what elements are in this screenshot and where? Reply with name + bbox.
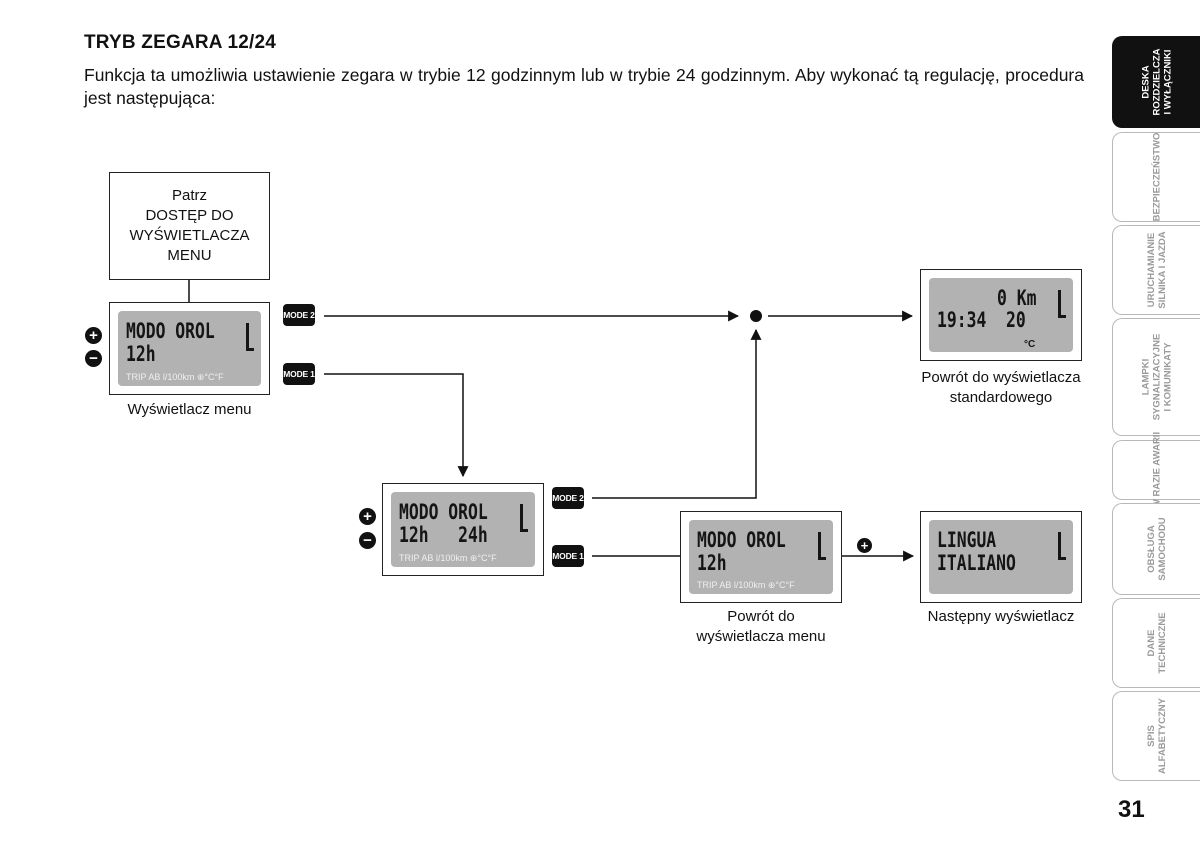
caption-standard-line1: Powrót do wyświetlacza <box>921 369 1081 386</box>
display-standard: 0 Km 19:34 20 °C <box>920 269 1082 361</box>
lcd-bar-foot <box>520 529 528 532</box>
lcd-line1: MODO OROL <box>126 319 215 343</box>
caption-standard: Powrót do wyświetlacza standardowego <box>895 368 1107 408</box>
mode2-button[interactable]: MODE 2 <box>552 487 584 509</box>
lcd-bar <box>818 532 821 560</box>
lcd-line2: 12h <box>126 342 156 366</box>
minus-icon[interactable]: − <box>85 350 102 367</box>
lcd-line2: ITALIANO <box>937 551 1016 575</box>
mode1-button[interactable]: MODE 1 <box>283 363 315 385</box>
junction-dot <box>750 310 762 322</box>
access-box-line3: WYŚWIETLACZA <box>129 227 250 244</box>
tab-w-razie-awarii[interactable]: W RAZIE AWARII <box>1112 432 1200 508</box>
tab-label: LAMPKI SYGNALIZACYJNE I KOMUNIKATY <box>1140 333 1173 421</box>
lcd-bar <box>1058 532 1061 560</box>
caption-menu: Wyświetlacz menu <box>127 401 252 418</box>
lcd-bar <box>246 323 249 351</box>
caption-return-line2: wyświetlacza menu <box>696 628 826 645</box>
display-return: MODO OROL 12h TRIP AB l/100km ⊕°C°F <box>680 511 842 603</box>
lcd-screen: LINGUA ITALIANO <box>929 520 1073 594</box>
tab-uruchamianie[interactable]: URUCHAMIANIE SILNIKA I JAZDA <box>1112 225 1200 315</box>
access-box-line4: MENU <box>167 247 212 264</box>
tab-dane-techniczne[interactable]: DANE TECHNICZNE <box>1112 598 1200 688</box>
plus-icon[interactable]: + <box>857 538 872 553</box>
lcd-bar-foot <box>818 557 826 560</box>
minus-icon[interactable]: − <box>359 532 376 549</box>
intro-paragraph: Funkcja ta umożliwia ustawienie zegara w… <box>84 65 1084 108</box>
lcd-bar-foot <box>1058 315 1066 318</box>
lcd-icons: TRIP AB l/100km ⊕°C°F <box>399 553 497 563</box>
access-box-line1: Patrz <box>171 187 207 204</box>
display-next: LINGUA ITALIANO <box>920 511 1082 603</box>
display-menu: MODO OROL 12h TRIP AB l/100km ⊕°C°F <box>109 302 270 395</box>
plus-icon[interactable]: + <box>85 327 102 344</box>
caption-next: Następny wyświetlacz <box>927 608 1075 625</box>
tab-label: SPIS ALFABETYCZNY <box>1145 698 1168 774</box>
tab-label: URUCHAMIANIE SILNIKA I JAZDA <box>1145 231 1168 309</box>
caption-return: Powrót do wyświetlacza menu <box>670 607 852 647</box>
access-menu-box: Patrz DOSTĘP DO WYŚWIETLACZA MENU <box>109 172 270 280</box>
mode1-button[interactable]: MODE 1 <box>552 545 584 567</box>
lcd-screen: MODO OROL 12h TRIP AB l/100km ⊕°C°F <box>689 520 833 594</box>
lcd-screen: MODO OROL 12h 24h TRIP AB l/100km ⊕°C°F <box>391 492 535 567</box>
lcd-screen: 0 Km 19:34 20 °C <box>929 278 1073 352</box>
display-select: MODO OROL 12h 24h TRIP AB l/100km ⊕°C°F <box>382 483 544 576</box>
lcd-bar <box>520 504 523 532</box>
tab-obsluga[interactable]: OBSŁUGA SAMOCHODU <box>1112 503 1200 595</box>
section-heading: TRYB ZEGARA 12/24 <box>84 32 277 53</box>
lcd-line2: 12h 24h <box>399 523 488 547</box>
tab-deska-rozdzielcza[interactable]: DESKA ROZDZIELCZA I WYŁĄCZNIKI <box>1112 36 1200 128</box>
lcd-line1: MODO OROL <box>697 528 786 552</box>
lcd-icons: TRIP AB l/100km ⊕°C°F <box>126 372 224 382</box>
lcd-line2: 19:34 20 <box>937 308 1026 332</box>
tab-label: W RAZIE AWARII <box>1151 431 1162 509</box>
tab-lampki[interactable]: LAMPKI SYGNALIZACYJNE I KOMUNIKATY <box>1112 318 1200 436</box>
lcd-bar-foot <box>246 348 254 351</box>
tab-label: OBSŁUGA SAMOCHODU <box>1145 517 1168 581</box>
access-box-line2: DOSTĘP DO <box>145 207 234 224</box>
lcd-line1: LINGUA <box>937 528 997 552</box>
tab-spis-alfabetyczny[interactable]: SPIS ALFABETYCZNY <box>1112 691 1200 781</box>
page-number: 31 <box>1118 796 1145 823</box>
caption-standard-line2: standardowego <box>949 389 1053 406</box>
lcd-bar-foot <box>1058 557 1066 560</box>
tab-label: BEZPIECZEŃSTWO <box>1151 132 1162 222</box>
lcd-screen: MODO OROL 12h TRIP AB l/100km ⊕°C°F <box>118 311 261 386</box>
tab-label: DANE TECHNICZNE <box>1145 612 1168 674</box>
lcd-line2: 12h <box>697 551 727 575</box>
mode2-button[interactable]: MODE 2 <box>283 304 315 326</box>
tab-bezpieczenstwo[interactable]: BEZPIECZEŃSTWO <box>1112 132 1200 222</box>
lcd-bar <box>1058 290 1061 318</box>
plus-icon[interactable]: + <box>359 508 376 525</box>
caption-return-line1: Powrót do <box>727 608 795 625</box>
tab-label: DESKA ROZDZIELCZA I WYŁĄCZNIKI <box>1140 48 1173 116</box>
temp-unit: °C <box>1024 339 1036 350</box>
lcd-icons: TRIP AB l/100km ⊕°C°F <box>697 580 795 590</box>
lcd-line1: MODO OROL <box>399 500 488 524</box>
lcd-line1: 0 Km <box>997 286 1037 310</box>
